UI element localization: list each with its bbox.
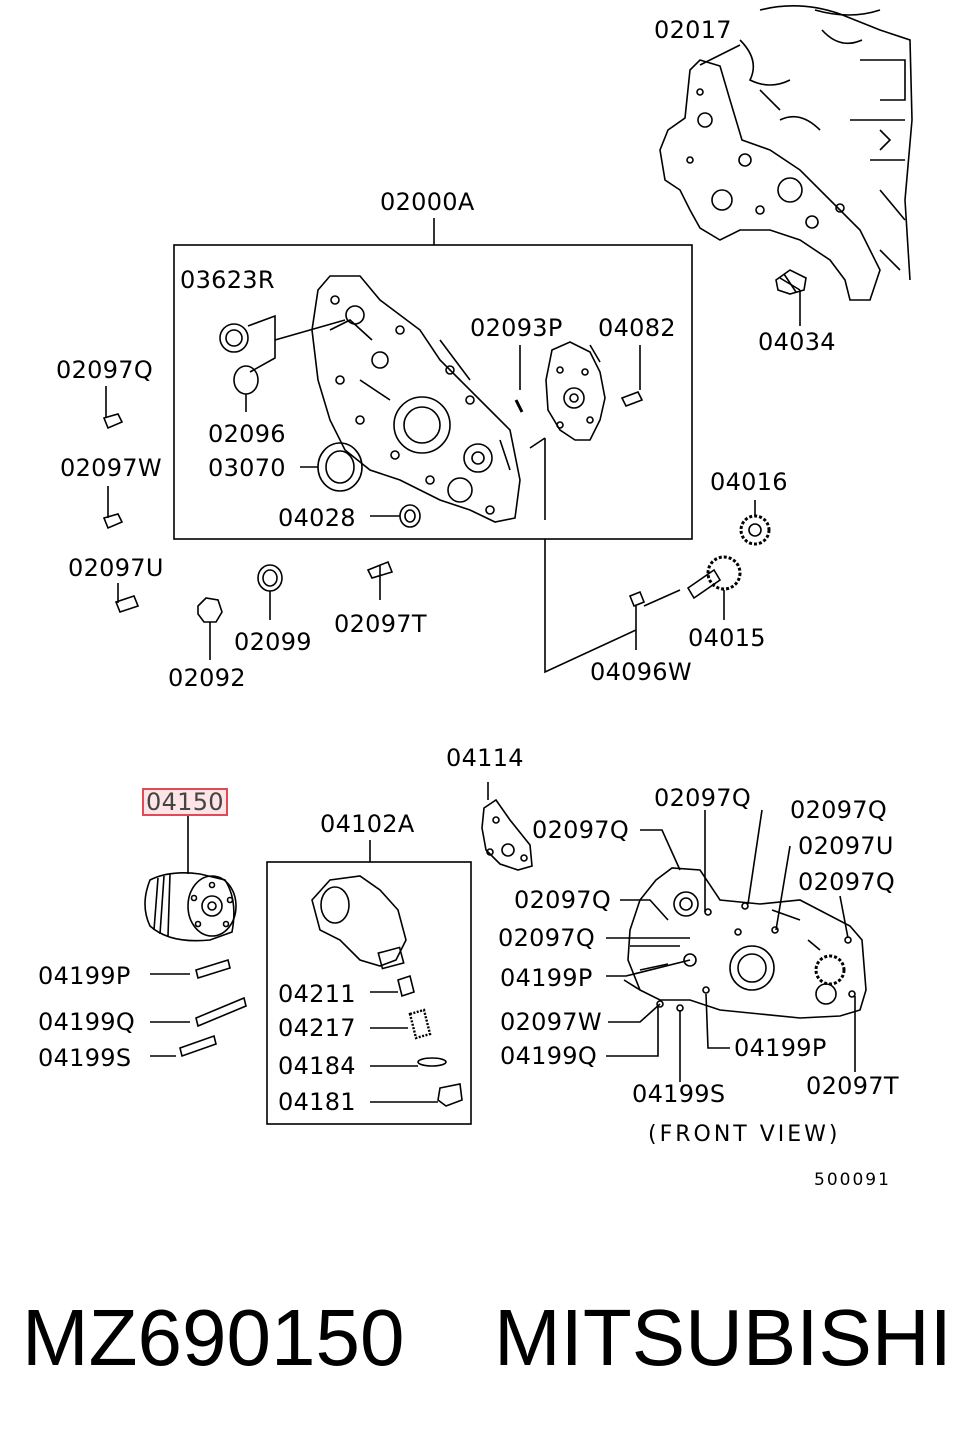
engine-block-drawing (659, 5, 913, 301)
part-label-02097q: 02097Q (532, 816, 630, 844)
oil-filter-drawing (144, 814, 247, 1058)
footer-part-number: MZ690150 (22, 1293, 405, 1382)
part-label-04199p: 04199P (734, 1034, 827, 1062)
part-label-04199q: 04199Q (500, 1042, 598, 1070)
part-label-04199p: 04199P (500, 964, 593, 992)
part-label-02097q: 02097Q (498, 924, 596, 952)
part-label-04150-highlighted[interactable]: 04150 (142, 788, 228, 816)
front-view-caption: (FRONT VIEW) (648, 1122, 841, 1147)
part-label-04096w: 04096W (590, 658, 692, 686)
part-label-02099: 02099 (234, 628, 312, 656)
part-label-02097w: 02097W (60, 454, 162, 482)
part-label-02097u: 02097U (798, 832, 894, 860)
part-label-04016: 04016 (710, 468, 788, 496)
part-label-04181: 04181 (278, 1088, 356, 1116)
part-label-04028: 04028 (278, 504, 356, 532)
left-bolts-drawing (102, 386, 394, 660)
part-label-04015: 04015 (688, 624, 766, 652)
gasket-04114-drawing (481, 782, 533, 871)
oil-pump-case-group (173, 218, 693, 540)
part-label-04082: 04082 (598, 314, 676, 342)
part-label-04184: 04184 (278, 1052, 356, 1080)
part-label-04217: 04217 (278, 1014, 356, 1042)
part-label-02097w: 02097W (500, 1008, 602, 1036)
relief-valve-group (266, 840, 472, 1125)
part-label-04199s: 04199S (632, 1080, 726, 1108)
part-label-04211: 04211 (278, 980, 356, 1008)
part-label-02097u: 02097U (68, 554, 164, 582)
part-label-02097q: 02097Q (56, 356, 154, 384)
part-label-04034: 04034 (758, 328, 836, 356)
part-label-04102a: 04102A (320, 810, 415, 838)
gears-drawing (544, 500, 771, 674)
part-label-02096: 02096 (208, 420, 286, 448)
part-label-02000a: 02000A (380, 188, 475, 216)
part-label-02097t: 02097T (806, 1072, 899, 1100)
part-label-02097q: 02097Q (654, 784, 752, 812)
plug-04034-drawing (775, 269, 807, 326)
part-label-02093p: 02093P (470, 314, 563, 342)
part-label-02017: 02017 (654, 16, 732, 44)
part-label-04199q: 04199Q (38, 1008, 136, 1036)
part-label-02097t: 02097T (334, 610, 427, 638)
front-view-assembly-drawing (606, 809, 867, 1082)
footer-brand: MITSUBISHI (494, 1293, 952, 1382)
part-label-04199s: 04199S (38, 1044, 132, 1072)
part-label-02092: 02092 (168, 664, 246, 692)
part-label-04199p: 04199P (38, 962, 131, 990)
part-label-02097q: 02097Q (798, 868, 896, 896)
part-label-03623r: 03623R (180, 266, 275, 294)
part-label-02097q: 02097Q (790, 796, 888, 824)
diagram-code: 500091 (814, 1170, 891, 1190)
part-label-02097q: 02097Q (514, 886, 612, 914)
part-label-03070: 03070 (208, 454, 286, 482)
part-label-04114: 04114 (446, 744, 524, 772)
